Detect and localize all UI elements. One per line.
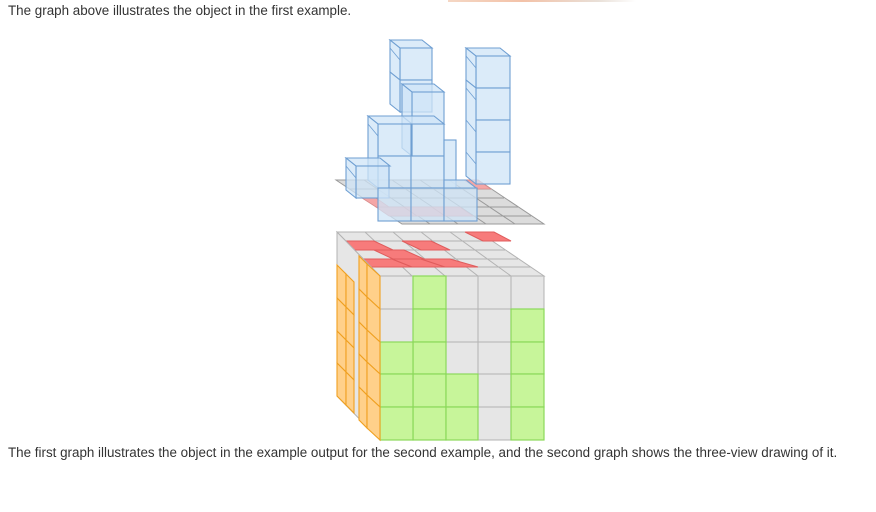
top-view-cells (344, 231, 512, 268)
cube-stack (344, 38, 512, 222)
front-view-cells (379, 275, 545, 441)
top-decorative-bar (448, 0, 636, 2)
object-3d-illustration (334, 38, 546, 225)
cube-face-diagonals (345, 47, 477, 179)
caption-second-example: The first graph illustrates the object i… (8, 445, 838, 460)
three-view-illustration (335, 230, 546, 442)
side-view-cells (336, 254, 381, 442)
caption-first-example: The graph above illustrates the object i… (8, 3, 352, 18)
